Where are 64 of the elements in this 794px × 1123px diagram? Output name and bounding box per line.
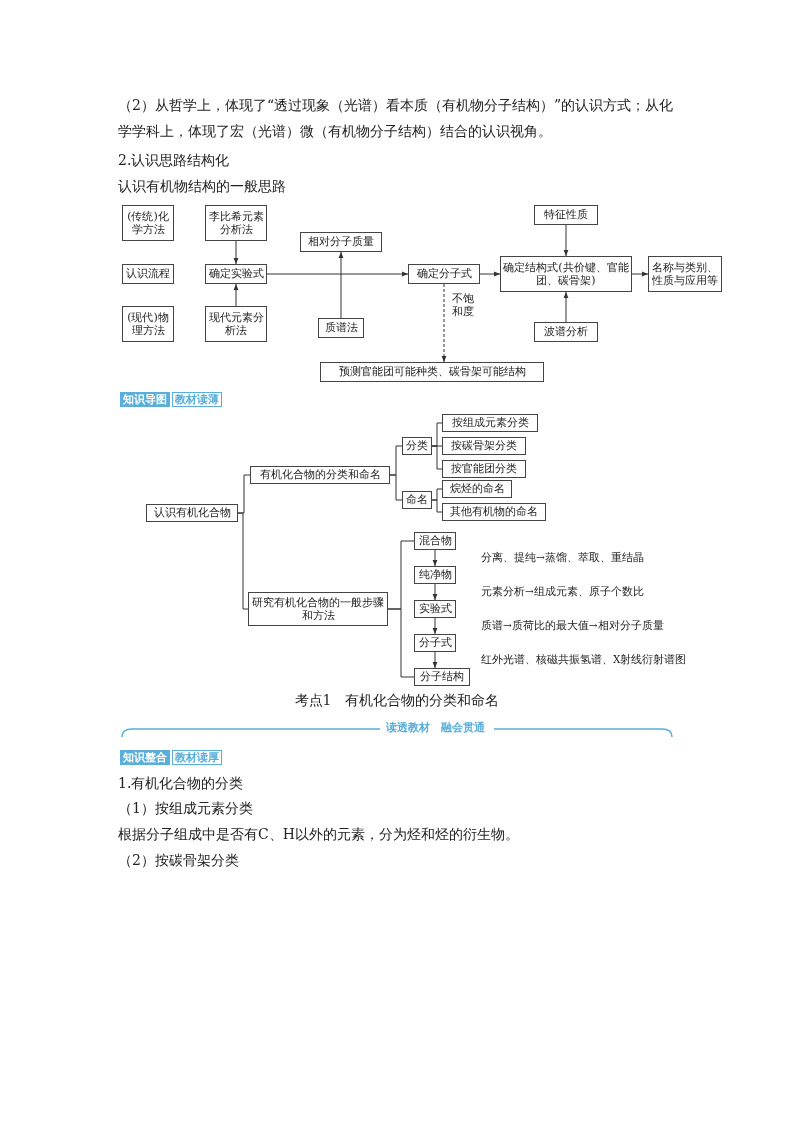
concept-box: 有机化合物的分类和命名 [250,466,390,484]
concept-box: 分子式 [414,634,456,652]
connector-line [387,608,415,678]
concept-box: 按组成元素分类 [442,414,538,432]
concept-box: 混合物 [414,532,456,550]
arrow [432,583,438,601]
concept-box: 相对分子质量 [300,232,382,252]
arrow [441,283,447,363]
arrow [631,271,649,277]
arrow [338,251,344,319]
method-box: (传统)化学方法 [122,205,174,241]
section-tag: 教材读厚 [172,750,222,765]
section-heading: 2.认识思路结构化 [118,151,230,170]
arrow [563,224,569,257]
subsection-heading: （2）按碳骨架分类 [118,851,239,870]
concept-box: 质谱法 [318,318,364,338]
diagram-heading: 认识有机物结构的一般思路 [118,177,286,196]
connector-line [431,445,443,470]
arrow [479,271,501,277]
subsection-heading: （1）按组成元素分类 [118,799,253,818]
method-box: (现代)物理方法 [122,306,174,342]
arrow [432,617,438,635]
section-tag: 知识导图 [120,392,170,407]
edge-label: 红外光谱、核磁共振氢谱、X射线衍射谱图 [481,653,687,666]
connector-line [431,499,443,513]
result-box: 名称与类别、性质与应用等 [648,256,722,292]
concept-box: 分类 [402,437,432,455]
paragraph: （2）从哲学上，体现了“透过现象（光谱）看本质（有机物分子结构）”的认识方式；从化学学科上，体现了宏（光谱）微（有机物分子结构）结合的认识视角。 [118,96,675,141]
concept-box: 实验式 [414,600,456,618]
arrow [432,651,438,669]
concept-box: 烷烃的命名 [442,480,512,498]
arrow [233,283,239,307]
paragraph: 根据分子组成中是否有C、H以外的元素，分为烃和烃的衍生物。 [118,825,519,844]
section-heading: 1.有机化合物的分类 [118,774,244,793]
edge-label: 不饱和度 [452,292,476,318]
connector-line [389,474,403,501]
concept-box: 按碳骨架分类 [442,437,526,455]
concept-box: 分子结构 [414,668,470,686]
concept-box: 李比希元素分析法 [205,205,267,241]
concept-box: 研究有机化合物的一般步骤和方法 [248,592,388,626]
step-box: 认识流程 [122,264,174,284]
concept-box: 预测官能团可能种类、碳骨架可能结构 [320,362,544,382]
process-box: 确定结构式(共价键、官能团、碳骨架) [500,256,632,292]
edge-label: 元素分析→组成元素、原子个数比 [481,585,644,598]
concept-box: 特征性质 [534,205,598,225]
concept-box: 纯净物 [414,566,456,584]
concept-box: 按官能团分类 [442,460,526,478]
section-title: 考点1 有机化合物的分类和命名 [293,691,501,710]
root-box: 认识有机化合物 [146,504,238,522]
section-tag: 教材读薄 [172,392,222,407]
connector-line [237,512,249,610]
edge-label: 质谱→质荷比的最大值→相对分子质量 [481,619,664,632]
concept-box: 波谱分析 [534,322,598,342]
arrow [563,291,569,323]
process-box: 确定实验式 [205,264,267,284]
process-box: 确定分子式 [408,264,480,284]
arrow [233,240,239,265]
concept-box: 命名 [402,491,432,509]
concept-box: 现代元素分析法 [205,306,267,342]
arrow [266,271,409,277]
concept-box: 其他有机物的命名 [442,503,546,521]
edge-label: 分离、提纯→蒸馏、萃取、重结晶 [481,551,644,564]
section-tag: 知识整合 [120,750,170,765]
arrow [432,549,438,567]
